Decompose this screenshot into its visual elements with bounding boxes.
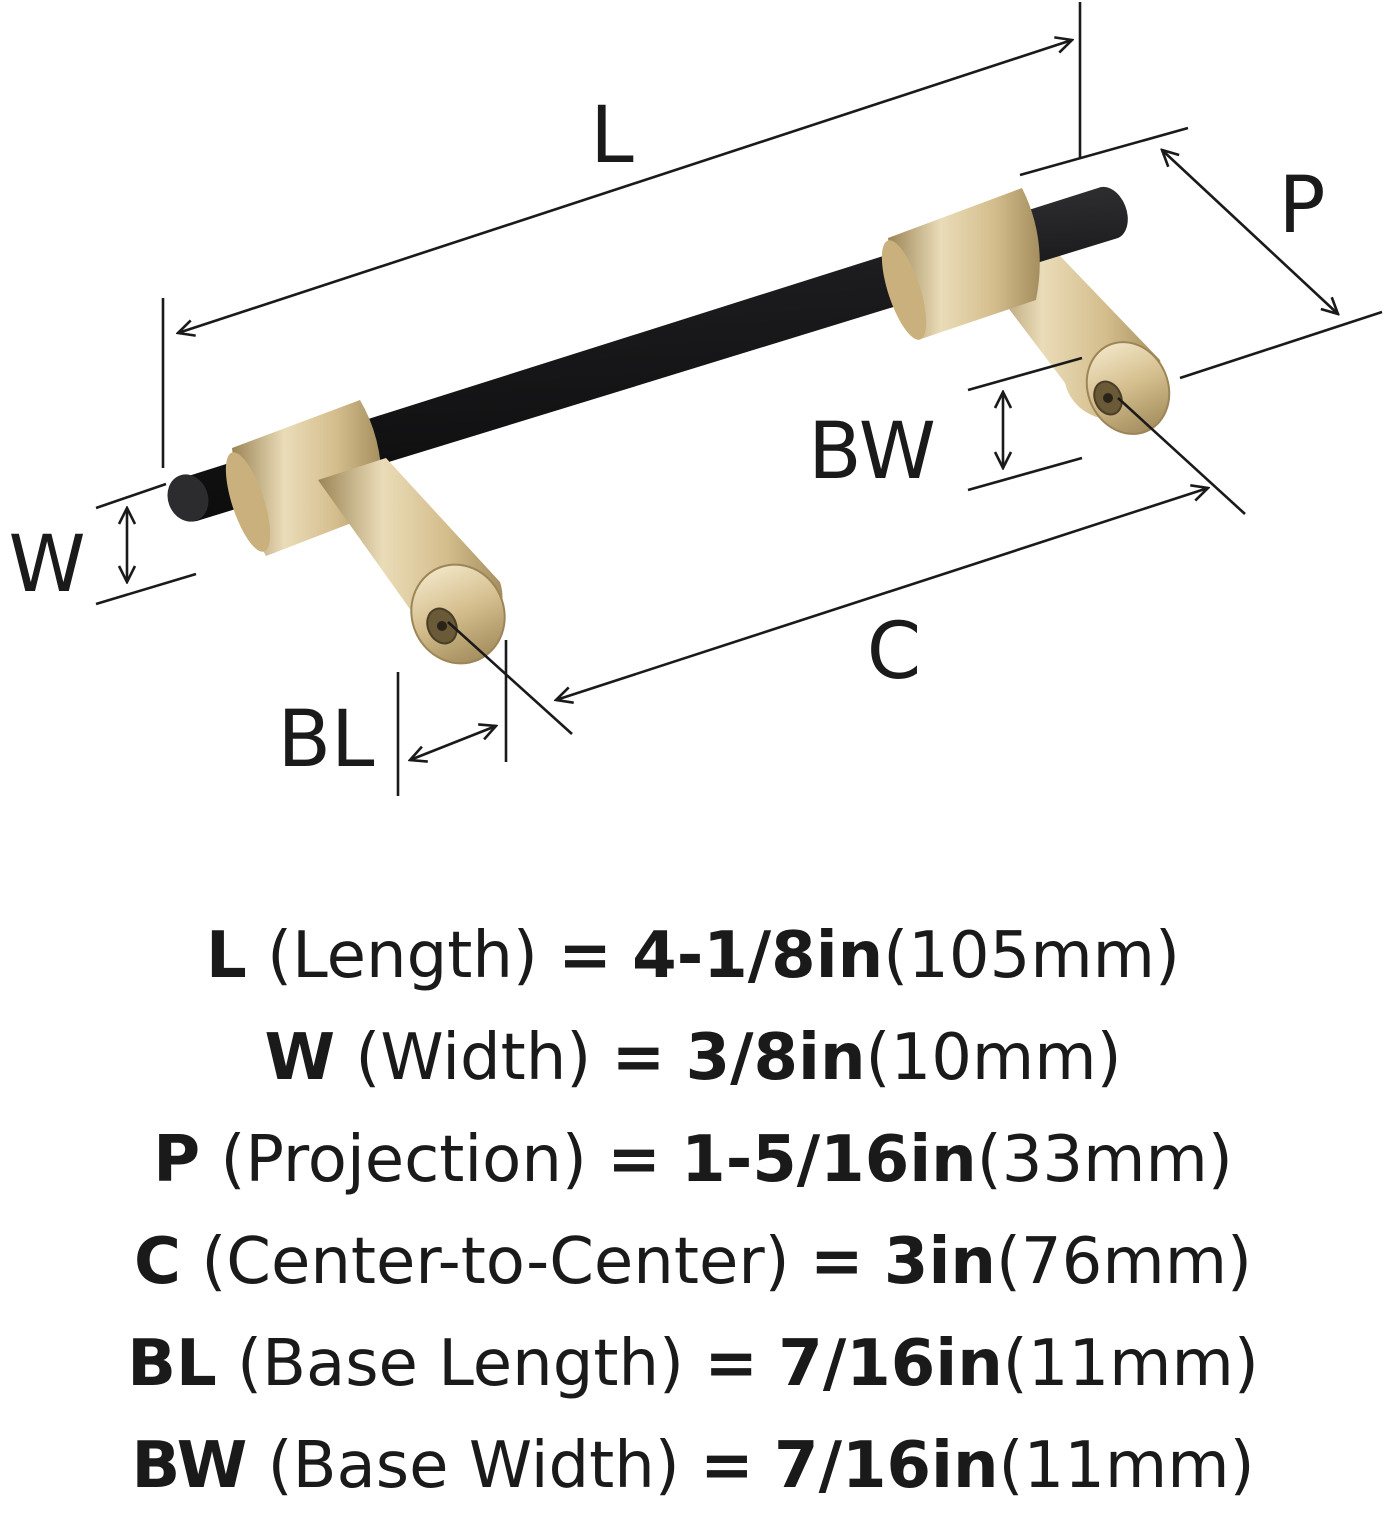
spec-metric: (33mm) bbox=[976, 1123, 1233, 1197]
base-width-extension-top bbox=[967, 356, 1083, 392]
left-collar bbox=[225, 400, 382, 556]
projection-label: P bbox=[1278, 161, 1325, 251]
spec-description: (Base Length) bbox=[237, 1327, 684, 1401]
spec-key: BW bbox=[131, 1429, 248, 1503]
length-arrow bbox=[178, 40, 1072, 333]
specification-list: L (Length) = 4-1/8in(105mm) W (Width) = … bbox=[0, 905, 1386, 1517]
base-length-label: BL bbox=[278, 695, 376, 785]
center-leader-left bbox=[447, 621, 573, 735]
spec-metric: (11mm) bbox=[1002, 1327, 1259, 1401]
right-collar bbox=[881, 188, 1040, 340]
spec-value: 1-5/16in bbox=[681, 1123, 977, 1197]
base-width-extension-bottom bbox=[967, 456, 1083, 492]
spec-row-base-width: BW (Base Width) = 7/16in(11mm) bbox=[0, 1415, 1386, 1517]
bar-left-end bbox=[167, 474, 209, 522]
width-extension-bottom bbox=[95, 572, 197, 606]
length-label: L bbox=[590, 91, 634, 181]
base-width-label: BW bbox=[808, 407, 936, 497]
left-post bbox=[318, 458, 506, 665]
spec-metric: (105mm) bbox=[883, 919, 1180, 993]
spec-equals: = bbox=[809, 1225, 864, 1299]
width-label: W bbox=[8, 520, 85, 610]
spec-equals: = bbox=[558, 919, 612, 993]
spec-equals: = bbox=[607, 1123, 661, 1197]
spec-metric: (76mm) bbox=[995, 1225, 1252, 1299]
projection-extension-bottom bbox=[1179, 310, 1383, 380]
center-to-center-label: C bbox=[867, 607, 921, 697]
spec-value: 7/16in bbox=[778, 1327, 1003, 1401]
spec-key: C bbox=[134, 1225, 181, 1299]
width-extension-top bbox=[95, 482, 167, 510]
spec-description: (Projection) bbox=[220, 1123, 587, 1197]
spec-description: (Base Width) bbox=[267, 1429, 680, 1503]
dimension-labels: L P W BW C BL bbox=[8, 91, 1325, 785]
spec-value: 3/8in bbox=[685, 1021, 866, 1095]
spec-metric: (10mm) bbox=[865, 1021, 1122, 1095]
pull-handle bbox=[167, 186, 1171, 665]
spec-equals: = bbox=[700, 1429, 754, 1503]
base-length-arrow bbox=[410, 726, 496, 760]
spec-value: 7/16in bbox=[774, 1429, 999, 1503]
spec-row-projection: P (Projection) = 1-5/16in(33mm) bbox=[0, 1109, 1386, 1211]
projection-extension-top bbox=[1019, 126, 1189, 177]
spec-row-center-to-center: C (Center-to-Center) = 3in(76mm) bbox=[0, 1211, 1386, 1313]
spec-description: (Length) bbox=[267, 919, 538, 993]
spec-metric: (11mm) bbox=[998, 1429, 1255, 1503]
center-to-center-arrow bbox=[556, 488, 1208, 700]
spec-key: W bbox=[264, 1021, 336, 1095]
spec-row-base-length: BL (Base Length) = 7/16in(11mm) bbox=[0, 1313, 1386, 1415]
spec-key: BL bbox=[127, 1327, 217, 1401]
spec-key: P bbox=[153, 1123, 201, 1197]
spec-equals: = bbox=[611, 1021, 666, 1095]
spec-value: 4-1/8in bbox=[632, 919, 884, 993]
spec-equals: = bbox=[704, 1327, 758, 1401]
spec-row-length: L (Length) = 4-1/8in(105mm) bbox=[0, 905, 1386, 1007]
spec-value: 3in bbox=[883, 1225, 996, 1299]
pull-handle-dimension-diagram: L P W BW C BL bbox=[8, 2, 1383, 796]
spec-description: (Center-to-Center) bbox=[201, 1225, 790, 1299]
spec-key: L bbox=[206, 919, 247, 993]
spec-description: (Width) bbox=[355, 1021, 592, 1095]
projection-arrow bbox=[1162, 150, 1338, 314]
center-leader-right bbox=[1117, 397, 1246, 515]
dimension-lines bbox=[95, 2, 1383, 796]
spec-row-width: W (Width) = 3/8in(10mm) bbox=[0, 1007, 1386, 1109]
